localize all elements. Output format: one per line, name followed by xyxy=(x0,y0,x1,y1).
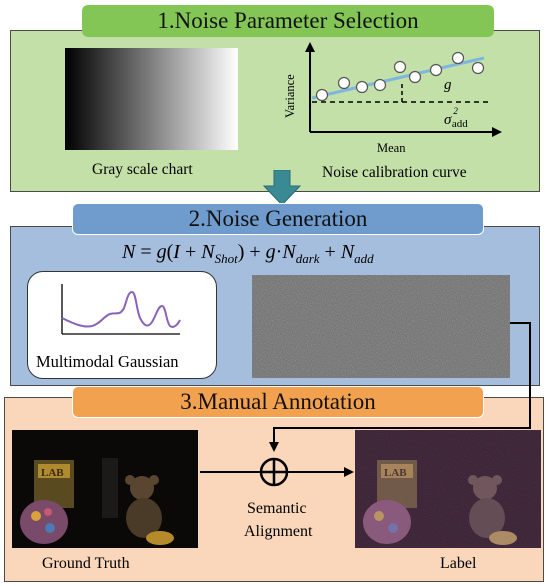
formula-dot: · xyxy=(275,241,283,263)
sign-text: LAB xyxy=(41,467,64,479)
fit-line xyxy=(311,56,485,100)
sigma-sup: 2 xyxy=(453,106,458,116)
formula-i: I xyxy=(173,241,180,263)
sigma-symbol: σ xyxy=(444,112,452,128)
sample-point xyxy=(471,61,485,75)
g-label: g xyxy=(444,77,452,93)
semantic-text: Semantic xyxy=(247,500,307,517)
gaussian-box: Multimodal Gaussian xyxy=(27,271,217,379)
section-2-title: 2.Noise Generation xyxy=(188,206,368,231)
formula-g2: g xyxy=(265,241,276,263)
gray-scale-chart xyxy=(65,48,238,150)
formula-shot-sub: Shot xyxy=(214,251,238,266)
toy-ball xyxy=(20,500,68,544)
formula-open: ( xyxy=(166,241,174,263)
multimodal-gaussian-curve xyxy=(61,284,181,335)
sample-point xyxy=(429,63,443,77)
sample-point xyxy=(408,70,422,84)
formula-plus2: + xyxy=(319,241,341,263)
ground-truth-caption: Ground Truth xyxy=(42,555,130,572)
label-image: LAB xyxy=(355,430,541,548)
y-axis-label: Variance xyxy=(283,74,297,118)
formula-nadd: N xyxy=(340,241,355,263)
sample-point xyxy=(451,51,465,65)
sigma-sub: add xyxy=(452,118,468,130)
formula-eq: = xyxy=(135,241,157,263)
sample-point xyxy=(373,78,387,92)
combine-arrow xyxy=(200,457,354,487)
formula-add-sub: add xyxy=(354,251,374,266)
alignment-text: Alignment xyxy=(244,523,313,540)
formula-nshot: N xyxy=(201,241,215,263)
noise-calibration-plot: g σ2 add Variance Mean xyxy=(283,42,502,155)
x-axis-label: Mean xyxy=(377,141,406,155)
section-1-title: 1.Noise Parameter Selection xyxy=(157,8,419,33)
sample-point xyxy=(393,60,407,74)
sample-point xyxy=(315,88,329,102)
formula-n: N xyxy=(122,241,136,263)
formula-ndark: N xyxy=(282,241,296,263)
gray-scale-caption: Gray scale chart xyxy=(92,161,193,178)
formula-dark-sub: dark xyxy=(295,251,320,266)
section-2-banner: 2.Noise Generation xyxy=(72,203,484,235)
formula-close-plus: ) + xyxy=(237,241,266,263)
sigma-label: σ2 add xyxy=(444,106,468,130)
bear-body xyxy=(126,498,162,538)
ground-truth-image: LAB xyxy=(12,430,198,548)
down-arrow-icon xyxy=(262,170,302,206)
formula-plus1: + xyxy=(179,241,202,263)
sample-point xyxy=(355,80,369,94)
section-3-banner: 3.Manual Annotation xyxy=(72,386,484,418)
section-1-banner: 1.Noise Parameter Selection xyxy=(82,5,494,37)
noise-image xyxy=(252,275,510,378)
sample-point xyxy=(337,76,351,90)
section-3-title: 3.Manual Annotation xyxy=(180,389,376,414)
noise-route-arrow xyxy=(269,322,531,452)
formula-g1: g xyxy=(156,241,167,263)
plot-y-arrow xyxy=(305,42,315,52)
bear-head xyxy=(130,476,154,500)
noise-formula: N = g(I + NShot) + g·Ndark + Nadd xyxy=(122,241,374,267)
calibration-caption: Noise calibration curve xyxy=(322,164,467,181)
gaussian-caption: Multimodal Gaussian xyxy=(36,352,179,371)
label-caption: Label xyxy=(440,555,477,572)
plot-x-arrow xyxy=(492,127,502,137)
sample-points xyxy=(315,51,485,102)
yellow-toy xyxy=(146,531,174,545)
